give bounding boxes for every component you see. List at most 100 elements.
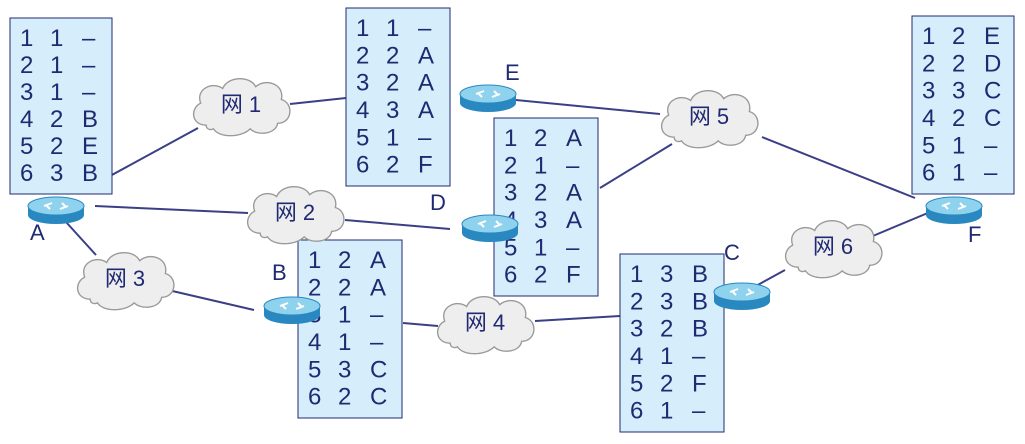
table-cell: 6 [356,152,369,179]
table-cell: 2 [338,247,351,274]
table-cell: – [82,79,96,106]
table-cell: 2 [660,316,673,343]
table-cell: 2 [338,384,351,411]
table-cell: 2 [386,42,399,69]
router-icon [460,214,520,244]
table-cell: – [82,52,96,79]
link-net4-B [402,322,439,327]
table-cell: 1 [630,261,643,288]
table-cell: 2 [534,125,547,152]
link-net6-F [867,209,936,239]
cloud-net2: 网 2 [246,185,345,245]
table-cell: – [566,152,580,179]
table-cell: 1 [952,160,965,187]
link-net1-E [289,97,347,105]
table-cell: 2 [660,370,673,397]
cloud-label: 网 6 [813,234,853,259]
cloud-label: 网 5 [689,104,729,129]
link-net4-C [534,315,621,322]
router-label: A [30,220,45,245]
table-cell: B [692,316,708,343]
table-cell: 1 [50,25,63,52]
table-cell: 3 [504,180,517,207]
table-cell: 2 [50,106,63,133]
table-cell: 1 [356,15,369,42]
cloud-net4: 网 4 [436,295,535,355]
link-net2-D [344,219,451,230]
table-cell: 3 [630,316,643,343]
table-cell: E [82,133,98,160]
table-cell: 1 [534,234,547,261]
table-box [911,15,1015,195]
link-A-net2 [94,205,249,214]
table-cell: 3 [660,288,673,315]
table-cell: 1 [660,343,673,370]
table-cell: B [82,106,98,133]
table-cell: 3 [952,78,965,105]
table-cell: 2 [952,23,965,50]
table-cell: 5 [504,234,517,261]
table-cell: 3 [534,207,547,234]
router-F: F [924,196,984,247]
table-cell: 1 [534,152,547,179]
link-E-net5 [494,97,661,115]
table-cell: 6 [630,398,643,425]
table-cell: 1 [50,79,63,106]
table-cell: C [984,105,1001,132]
link-net5-F [761,136,916,199]
table-cell: – [418,15,432,42]
table-cell: – [566,234,580,261]
table-box [345,7,451,187]
table-cell: 1 [386,124,399,151]
table-cell: 5 [20,133,33,160]
link-net3-B [167,289,255,311]
table-cell: C [370,356,387,383]
table-cell: B [692,261,708,288]
cloud-label: 网 4 [465,310,505,335]
router-label: E [505,60,520,85]
table-cell: A [370,247,386,274]
table-cell: 2 [50,133,63,160]
link-A-net1 [109,127,199,177]
table-cell: – [82,25,96,52]
table-cell: 2 [630,288,643,315]
router-label: D [430,190,446,215]
table-cell: E [984,23,1000,50]
table-cell: 2 [338,274,351,301]
table-cell: 1 [952,132,965,159]
cloud-net5: 网 5 [660,89,759,149]
table-cell: 3 [922,78,935,105]
table-cell: 3 [20,79,33,106]
table-cell: 2 [20,52,33,79]
router-A: A [26,196,86,245]
router-icon [924,196,984,226]
table-cell: 1 [308,247,321,274]
table-cell: – [984,160,998,187]
table-cell: 4 [20,106,33,133]
table-cell: B [82,160,98,187]
router-B: B [262,260,322,326]
table-cell: 1 [922,23,935,50]
table-cell: A [566,125,582,152]
table-cell: 2 [356,42,369,69]
table-cell: 2 [504,152,517,179]
cloud-net1: 网 1 [192,77,291,137]
router-icon [262,296,322,326]
table-cell: 3 [660,261,673,288]
table-cell: 1 [504,125,517,152]
table-cell: – [370,302,384,329]
router-E: E [458,60,520,114]
table-cell: B [692,288,708,315]
table-box [619,253,725,433]
table-box [493,117,599,297]
table-cell: 3 [386,97,399,124]
table-cell: 4 [922,105,935,132]
table-cell: 3 [356,70,369,97]
table-cell: 6 [504,262,517,289]
router-icon [712,282,772,312]
table-cell: 4 [308,329,321,356]
